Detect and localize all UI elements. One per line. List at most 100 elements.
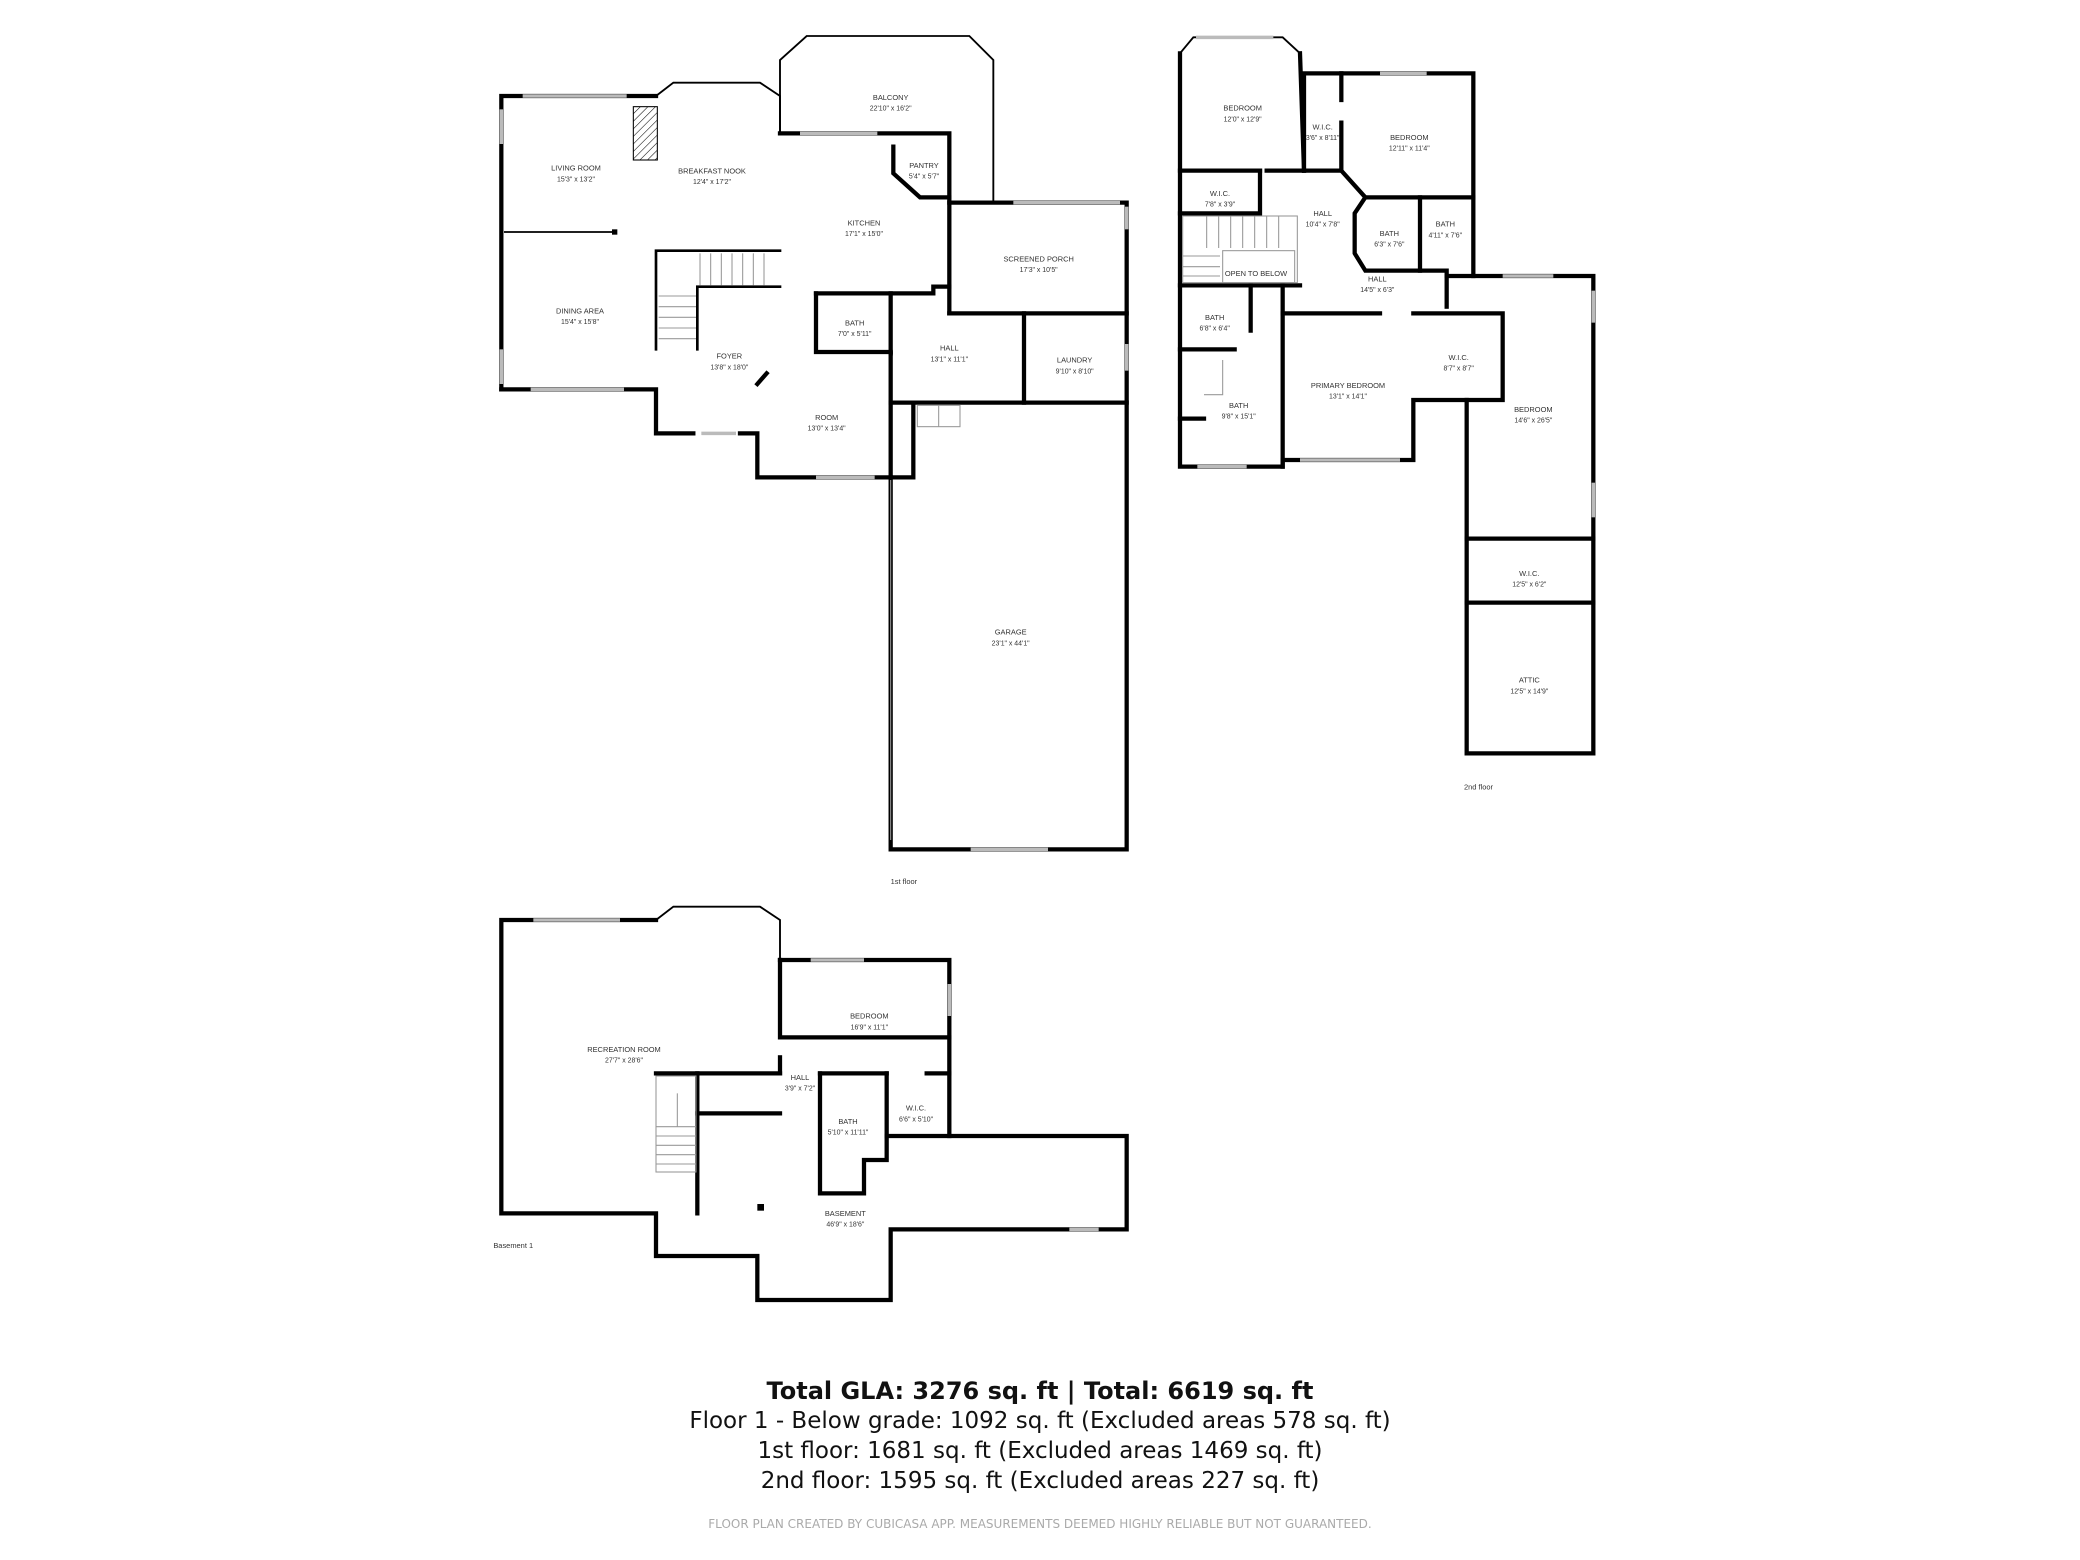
svg-text:FOYER: FOYER	[716, 352, 742, 361]
room-label-foyer: FOYER 13'8" x 18'0"	[710, 352, 749, 372]
svg-text:12'11" x 11'4": 12'11" x 11'4"	[1389, 146, 1430, 153]
svg-text:BEDROOM: BEDROOM	[1514, 405, 1553, 414]
room-label-hall: HALL 13'1" x 11'1"	[931, 344, 969, 364]
svg-text:BASEMENT: BASEMENT	[825, 1209, 866, 1218]
svg-text:13'8" x 18'0": 13'8" x 18'0"	[710, 364, 749, 371]
svg-text:W.I.C.: W.I.C.	[906, 1104, 926, 1113]
svg-text:BREAKFAST NOOK: BREAKFAST NOOK	[678, 166, 746, 175]
area-line-first-floor: 1st floor: 1681 sq. ft (Excluded areas 1…	[757, 1438, 1323, 1464]
svg-text:13'1" x 14'1": 13'1" x 14'1"	[1329, 394, 1368, 401]
svg-text:HALL: HALL	[940, 344, 959, 353]
svg-text:BATH: BATH	[845, 318, 864, 327]
floor-label-first: 1st floor	[891, 877, 918, 886]
room-label-pantry: PANTRY 5'4" x 5'7"	[909, 161, 940, 181]
svg-text:46'9" x 18'6": 46'9" x 18'6"	[826, 1222, 865, 1229]
svg-text:BALCONY: BALCONY	[873, 93, 909, 102]
svg-text:12'5" x 6'2": 12'5" x 6'2"	[1512, 582, 1547, 589]
room-label-bedroom-1: BEDROOM 12'0" x 12'9"	[1223, 104, 1262, 124]
svg-text:6'8" x 6'4": 6'8" x 6'4"	[1200, 326, 1231, 333]
svg-text:6'6" x 5'10": 6'6" x 5'10"	[899, 1116, 934, 1123]
open-to-below-label: OPEN TO BELOW	[1225, 269, 1288, 278]
svg-text:BATH: BATH	[838, 1117, 857, 1126]
room-label-breakfast-nook: BREAKFAST NOOK 12'4" x 17'2"	[678, 166, 746, 186]
room-label-wic-4: W.I.C. 12'5" x 6'2"	[1512, 569, 1547, 589]
svg-text:KITCHEN: KITCHEN	[848, 218, 881, 227]
svg-text:4'11" x 7'6": 4'11" x 7'6"	[1429, 232, 1463, 239]
svg-text:23'1" x 44'1": 23'1" x 44'1"	[992, 640, 1031, 647]
room-label-bedroom-3: BEDROOM 14'6" x 26'5"	[1514, 405, 1553, 425]
room-label-bedroom: BEDROOM 16'9" x 11'1"	[850, 1012, 889, 1032]
total-area-summary: Total GLA: 3276 sq. ft | Total: 6619 sq.…	[766, 1377, 1314, 1405]
svg-text:9'8" x 15'1": 9'8" x 15'1"	[1222, 414, 1257, 421]
svg-text:BATH: BATH	[1205, 313, 1224, 322]
svg-text:HALL: HALL	[1313, 209, 1332, 218]
svg-text:BATH: BATH	[1229, 401, 1248, 410]
svg-text:8'7" x 8'7": 8'7" x 8'7"	[1444, 366, 1475, 373]
svg-text:16'9" x 11'1": 16'9" x 11'1"	[851, 1024, 889, 1031]
svg-text:BATH: BATH	[1436, 220, 1455, 229]
floor-label-basement: Basement 1	[493, 1241, 533, 1250]
stairs-icon	[1182, 215, 1298, 284]
entry-steps-icon	[916, 404, 961, 428]
area-line-below-grade: Floor 1 - Below grade: 1092 sq. ft (Excl…	[689, 1408, 1391, 1434]
svg-text:W.I.C.: W.I.C.	[1519, 569, 1539, 578]
room-label-wic-1: W.I.C.3'6" x 8'11"	[1306, 122, 1340, 142]
svg-text:14'5" x 6'3": 14'5" x 6'3"	[1360, 287, 1395, 294]
svg-text:5'4" x 5'7": 5'4" x 5'7"	[909, 174, 940, 181]
svg-text:15'4" x 15'8": 15'4" x 15'8"	[561, 319, 600, 326]
svg-text:BATH: BATH	[1380, 229, 1399, 238]
svg-text:13'1" x 11'1": 13'1" x 11'1"	[931, 356, 969, 363]
svg-text:5'10" x 11'11": 5'10" x 11'11"	[828, 1130, 869, 1137]
balcony-railing	[779, 35, 995, 203]
svg-text:3'6" x 8'11": 3'6" x 8'11"	[1306, 135, 1340, 142]
svg-text:14'6" x 26'5": 14'6" x 26'5"	[1514, 418, 1553, 425]
svg-text:12'4" x 17'2": 12'4" x 17'2"	[693, 179, 732, 186]
svg-text:LIVING ROOM: LIVING ROOM	[551, 164, 601, 173]
svg-text:15'3" x 13'2": 15'3" x 13'2"	[557, 176, 596, 183]
room-label-bath: BATH 5'10" x 11'11"	[828, 1117, 869, 1137]
room-label-bath-2: BATH 4'11" x 7'6"	[1429, 220, 1463, 240]
svg-text:ATTIC: ATTIC	[1519, 676, 1541, 685]
svg-text:DINING AREA: DINING AREA	[556, 306, 604, 315]
svg-text:LAUNDRY: LAUNDRY	[1057, 356, 1093, 365]
room-label-hall-1: HALL 10'4" x 7'8"	[1306, 209, 1341, 229]
svg-text:3'9" x 7'2": 3'9" x 7'2"	[785, 1086, 816, 1093]
svg-text:SCREENED PORCH: SCREENED PORCH	[1003, 254, 1073, 263]
room-label-bath-4: BATH 9'8" x 15'1"	[1222, 401, 1257, 421]
svg-text:PANTRY: PANTRY	[909, 161, 939, 170]
floor-label-second: 2nd floor	[1464, 782, 1494, 791]
area-line-second-floor: 2nd floor: 1595 sq. ft (Excluded areas 2…	[760, 1468, 1320, 1494]
svg-text:PRIMARY BEDROOM: PRIMARY BEDROOM	[1311, 381, 1385, 390]
room-label-screened-porch: SCREENED PORCH 17'3" x 10'5"	[1003, 254, 1073, 274]
disclaimer: FLOOR PLAN CREATED BY CUBICASA APP. MEAS…	[708, 1517, 1372, 1531]
support-post-icon	[757, 1204, 764, 1211]
svg-text:17'3" x 10'5": 17'3" x 10'5"	[1020, 267, 1059, 274]
svg-text:12'0" x 12'9": 12'0" x 12'9"	[1224, 116, 1263, 123]
room-label-dining-area: DINING AREA 15'4" x 15'8"	[556, 306, 604, 326]
room-label-wic-2: W.I.C. 7'8" x 3'9"	[1205, 189, 1236, 209]
fireplace-icon	[632, 106, 658, 161]
svg-text:7'0" x 5'11": 7'0" x 5'11"	[838, 331, 872, 338]
svg-text:W.I.C.: W.I.C.	[1210, 189, 1230, 198]
svg-text:13'0" x 13'4": 13'0" x 13'4"	[808, 426, 847, 433]
svg-text:27'7" x 28'6": 27'7" x 28'6"	[605, 1058, 644, 1065]
room-label-bath-3: BATH 6'8" x 6'4"	[1200, 313, 1231, 333]
stairs-icon	[654, 249, 782, 351]
svg-text:7'8" x 3'9": 7'8" x 3'9"	[1205, 202, 1236, 209]
svg-text:BEDROOM: BEDROOM	[1390, 133, 1429, 142]
room-label-basement: BASEMENT 46'9" x 18'6"	[825, 1209, 866, 1229]
svg-text:BEDROOM: BEDROOM	[850, 1012, 889, 1021]
svg-text:BEDROOM: BEDROOM	[1223, 104, 1262, 113]
svg-text:10'4" x 7'8": 10'4" x 7'8"	[1306, 222, 1341, 229]
room-label-wic-3: W.I.C.8'7" x 8'7"	[1444, 353, 1475, 373]
room-label-living-room: LIVING ROOM 15'3" x 13'2"	[551, 164, 601, 184]
